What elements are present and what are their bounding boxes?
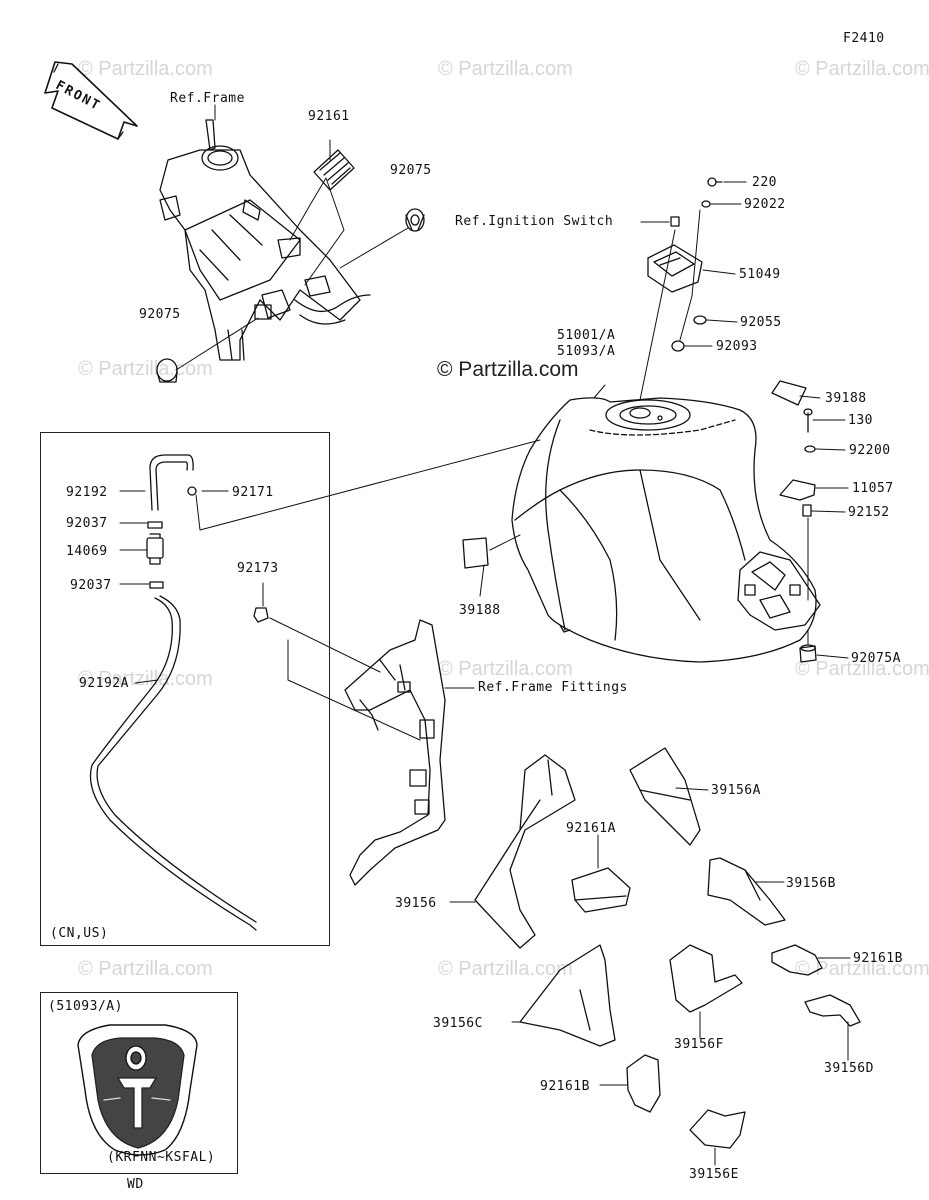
bolt-220 (707, 177, 723, 187)
part-label: 51001/A (557, 328, 616, 343)
part-label: 92192 (66, 485, 108, 500)
variant-bottom-label: (KRFNN~KSFAL) (107, 1150, 216, 1165)
part-label: 39156F (674, 1037, 724, 1052)
frame-part (159, 119, 371, 361)
bushing-92075-top (405, 208, 425, 232)
part-label: 11057 (852, 481, 894, 496)
variant-box (40, 992, 238, 1174)
tank-cover-variant (77, 1024, 198, 1156)
part-label: 39188 (825, 391, 867, 406)
cover-39156 (474, 754, 576, 949)
cn-us-box (40, 432, 330, 946)
clip-92037-a (147, 521, 163, 529)
variant-top-label: (51093/A) (48, 999, 123, 1014)
part-label: 39156D (824, 1061, 874, 1076)
part-label: 92075 (390, 163, 432, 178)
bolt-130 (803, 408, 813, 433)
watermark: © Partzilla.com (795, 658, 929, 680)
sticker-39188-left (462, 537, 489, 569)
part-label: 92075A (851, 651, 901, 666)
cover-39156A (629, 747, 701, 846)
part-label: 51093/A (557, 344, 616, 359)
ref-frame-label: Ref.Frame (170, 91, 245, 106)
part-label: 130 (848, 413, 873, 428)
pad-92161 (313, 149, 355, 191)
grommet-92173 (253, 607, 269, 623)
watermark: © Partzilla.com (78, 58, 213, 80)
part-label: 92055 (740, 315, 782, 330)
part-label: 39156B (786, 876, 836, 891)
cover-39156D (804, 994, 861, 1027)
watermark: © Partzilla.com (438, 658, 573, 680)
part-label: 92037 (66, 516, 108, 531)
watermark: © Partzilla.com (438, 958, 573, 980)
collar-92152 (802, 504, 812, 517)
cover-39156B (707, 857, 786, 926)
figure-id: F2410 (843, 31, 885, 46)
bushing-92075-left (156, 358, 178, 383)
part-label: 39156A (711, 783, 761, 798)
ref-ignition-label: Ref.Ignition Switch (455, 214, 614, 229)
watermark-main: © Partzilla.com (437, 358, 579, 381)
part-label: 14069 (66, 544, 108, 559)
part-label: 92161A (566, 821, 616, 836)
part-label: 92093 (716, 339, 758, 354)
part-label: 92173 (237, 561, 279, 576)
sticker-39188-top (771, 380, 807, 406)
part-label: 92171 (232, 485, 274, 500)
part-label: 92022 (744, 197, 786, 212)
part-label: 92037 (70, 578, 112, 593)
watermark: © Partzilla.com (78, 358, 213, 380)
watermark: © Partzilla.com (795, 58, 929, 80)
bracket-11057 (779, 479, 816, 501)
screw-ignition (670, 216, 680, 227)
ref-frame-fittings-label: Ref.Frame Fittings (478, 680, 628, 695)
part-label: 92200 (849, 443, 891, 458)
fitting-92171 (187, 486, 197, 496)
front-arrow-icon (44, 61, 138, 140)
valve-14069 (146, 533, 164, 565)
part-label: 51049 (739, 267, 781, 282)
damper-92075A (799, 644, 817, 663)
frame-fittings (344, 619, 446, 886)
oring-92055 (693, 315, 707, 325)
pad-92161B-right (771, 944, 823, 976)
part-label: 92152 (848, 505, 890, 520)
part-label: 92161 (308, 109, 350, 124)
watermark: © Partzilla.com (438, 58, 573, 80)
cap-51049 (647, 244, 703, 293)
hose-92192A (89, 595, 257, 931)
part-label: 92161B (853, 951, 903, 966)
part-label: 92192A (79, 676, 129, 691)
washer-92200 (804, 445, 816, 453)
pad-92161A (571, 867, 631, 913)
clip-92037-b (149, 581, 164, 589)
cover-39156F (669, 944, 743, 1013)
part-label: 39188 (459, 603, 501, 618)
part-label: 39156C (433, 1016, 483, 1031)
cn-us-label: (CN,US) (50, 926, 109, 941)
pad-92161B-left (626, 1054, 661, 1113)
part-label: 92075 (139, 307, 181, 322)
watermark: © Partzilla.com (78, 958, 213, 980)
watermark: © Partzilla.com (78, 668, 213, 690)
part-label: 39156E (689, 1167, 739, 1182)
grommet-92093 (671, 340, 685, 352)
fuel-tank (511, 397, 817, 663)
variant-footer-label: WD (127, 1177, 144, 1192)
cover-39156C (519, 944, 616, 1047)
hose-92192 (149, 454, 194, 511)
cover-39156E (689, 1109, 746, 1149)
part-label: 92161B (540, 1079, 590, 1094)
part-label: 220 (752, 175, 777, 190)
watermark: © Partzilla.com (795, 958, 929, 980)
part-label: 39156 (395, 896, 437, 911)
tank-bracket (737, 551, 821, 631)
washer-92022 (701, 200, 711, 208)
